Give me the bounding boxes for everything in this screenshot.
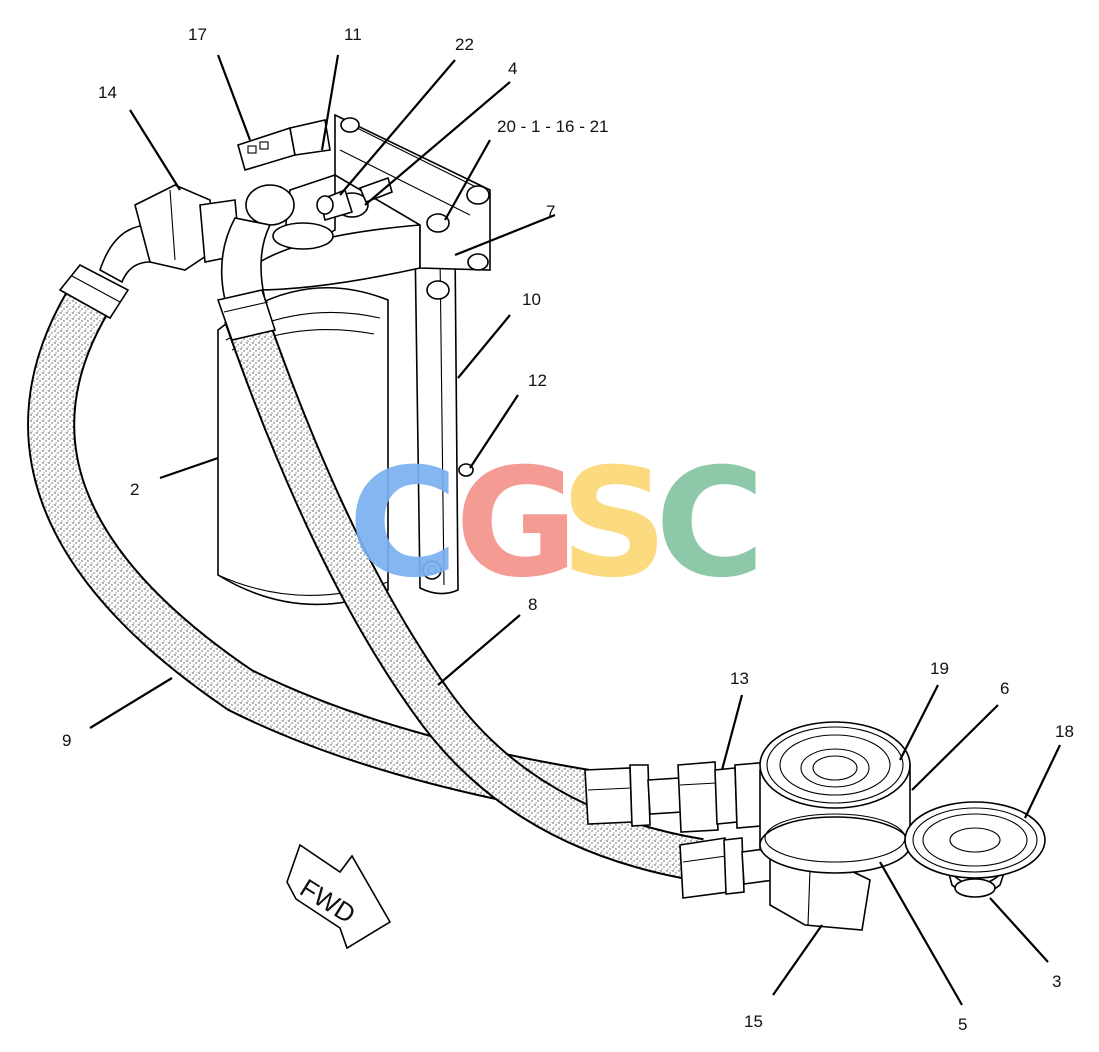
callout-4: 4: [508, 59, 517, 78]
callout-15: 15: [744, 1012, 763, 1031]
watermark-letter-3: S: [560, 437, 668, 611]
strainer-housing: [759, 721, 911, 874]
watermark-letter-1: C: [348, 437, 458, 611]
callout-10: 10: [522, 290, 541, 309]
sensor-connector: [237, 119, 331, 172]
callout-19: 19: [930, 659, 949, 678]
callout-2: 2: [130, 480, 139, 499]
bleed-valve: [316, 176, 393, 222]
forward-arrow: FWD: [286, 843, 392, 950]
callout-13: 13: [730, 669, 749, 688]
callout-7: 7: [546, 202, 555, 221]
callout-17: 17: [188, 25, 207, 44]
callout-labels: 17 11 22 4 14 20 - 1 - 16 - 21 7 10 12 2…: [62, 25, 1074, 1034]
callout-14: 14: [98, 83, 117, 102]
leader-lines: [89, 54, 1061, 1006]
head-bolts: [340, 117, 490, 300]
callout-9: 9: [62, 731, 71, 750]
fuel-hose-9: [27, 277, 604, 819]
watermark-letter-2: G: [455, 437, 578, 611]
watermark-letter-4: C: [655, 437, 765, 611]
fuel-hose-8: [224, 307, 704, 882]
top-fittings: [58, 184, 295, 341]
callout-5: 5: [958, 1015, 967, 1034]
callout-12: 12: [528, 371, 547, 390]
strainer-bowl: [904, 801, 1046, 898]
callout-6: 6: [1000, 679, 1009, 698]
callout-11: 11: [344, 25, 362, 44]
watermark: C G S C: [348, 437, 765, 611]
callout-3: 3: [1052, 972, 1061, 991]
callout-8: 8: [528, 595, 537, 614]
callout-20-1-16-21: 20 - 1 - 16 - 21: [497, 117, 609, 136]
callout-18: 18: [1055, 722, 1074, 741]
callout-22: 22: [455, 35, 474, 54]
mounting-bracket: [404, 229, 459, 595]
